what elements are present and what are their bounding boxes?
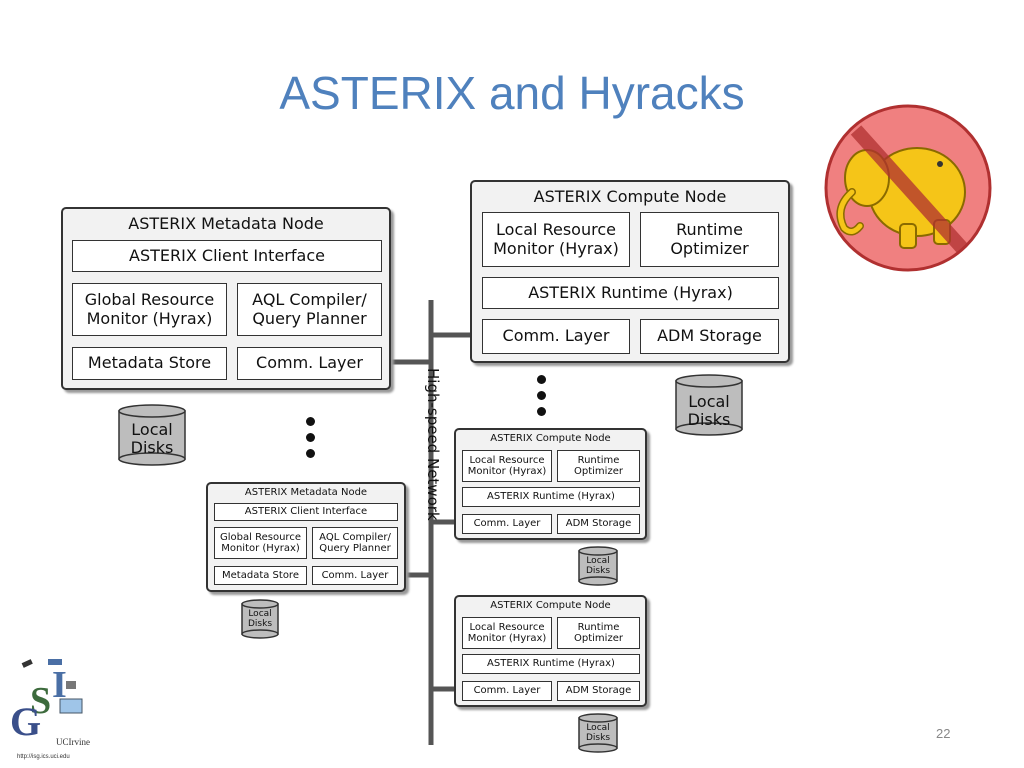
ellipsis-dot (306, 449, 315, 458)
ellipsis-dot (537, 391, 546, 400)
compute-node: ASTERIX Compute Node Local Resource Moni… (454, 595, 647, 707)
client-interface-box: ASTERIX Client Interface (214, 503, 398, 521)
comm-layer-box: Comm. Layer (482, 319, 630, 354)
comm-layer-box: Comm. Layer (462, 514, 552, 534)
runtime-optimizer-box: Runtime Optimizer (557, 617, 640, 649)
disk-compute-small-2 (578, 713, 618, 753)
adm-storage-box: ADM Storage (557, 681, 640, 701)
disk-compute-big (675, 374, 743, 436)
ellipsis-dot (537, 375, 546, 384)
runtime-optimizer-box: Runtime Optimizer (557, 450, 640, 482)
org-url[interactable]: http://isg.ics.uci.edu (17, 754, 70, 760)
adm-storage-box: ADM Storage (557, 514, 640, 534)
disk-label: Local Disks (585, 556, 611, 576)
ellipsis-dot (537, 407, 546, 416)
disk-metadata-big (118, 404, 186, 466)
network-label: High-speed Network (424, 368, 442, 521)
runtime-box: ASTERIX Runtime (Hyrax) (482, 277, 779, 309)
disk-label: Local Disks (687, 392, 731, 429)
svg-text:S: S (30, 680, 51, 722)
node-title: ASTERIX Compute Node (490, 433, 611, 444)
metadata-node: ASTERIX Metadata Node ASTERIX Client Int… (61, 207, 391, 390)
runtime-box: ASTERIX Runtime (Hyrax) (462, 487, 640, 507)
compute-node: ASTERIX Compute Node Local Resource Moni… (470, 180, 790, 363)
slide-title: ASTERIX and Hyracks (279, 67, 745, 119)
runtime-optimizer-box: Runtime Optimizer (640, 212, 779, 267)
ellipsis-dot (306, 433, 315, 442)
metadata-store-box: Metadata Store (72, 347, 227, 380)
ellipsis-dot (306, 417, 315, 426)
global-resource-monitor-box: Global Resource Monitor (Hyrax) (214, 527, 307, 559)
comm-layer-box: Comm. Layer (462, 681, 552, 701)
disk-compute-small-1 (578, 546, 618, 586)
client-interface-box: ASTERIX Client Interface (72, 240, 382, 272)
disk-label: Local Disks (585, 723, 611, 743)
node-title: ASTERIX Compute Node (490, 600, 611, 611)
elephant-crossed-out-icon (824, 104, 992, 272)
comm-layer-box: Comm. Layer (312, 566, 398, 585)
adm-storage-box: ADM Storage (640, 319, 779, 354)
local-resource-monitor-box: Local Resource Monitor (Hyrax) (462, 617, 552, 649)
metadata-store-box: Metadata Store (214, 566, 307, 585)
page-number: 22 (936, 726, 951, 741)
aql-compiler-box: AQL Compiler/ Query Planner (237, 283, 382, 336)
global-resource-monitor-box: Global Resource Monitor (Hyrax) (72, 283, 227, 336)
disk-metadata-small (241, 599, 279, 639)
aql-compiler-box: AQL Compiler/ Query Planner (312, 527, 398, 559)
runtime-box: ASTERIX Runtime (Hyrax) (462, 654, 640, 674)
node-title: ASTERIX Compute Node (533, 187, 727, 206)
node-title: ASTERIX Metadata Node (244, 487, 368, 498)
local-resource-monitor-box: Local Resource Monitor (Hyrax) (462, 450, 552, 482)
comm-layer-box: Comm. Layer (237, 347, 382, 380)
isg-logo-icon: I S G (10, 659, 83, 737)
svg-text:G: G (10, 699, 41, 737)
local-resource-monitor-box: Local Resource Monitor (Hyrax) (482, 212, 630, 267)
node-title: ASTERIX Metadata Node (128, 214, 324, 233)
compute-node: ASTERIX Compute Node Local Resource Moni… (454, 428, 647, 540)
disk-label: Local Disks (247, 609, 273, 629)
svg-text:I: I (52, 664, 67, 706)
org-label: UCIrvine (56, 737, 90, 747)
metadata-node: ASTERIX Metadata Node ASTERIX Client Int… (206, 482, 406, 592)
disk-label: Local Disks (130, 420, 174, 457)
